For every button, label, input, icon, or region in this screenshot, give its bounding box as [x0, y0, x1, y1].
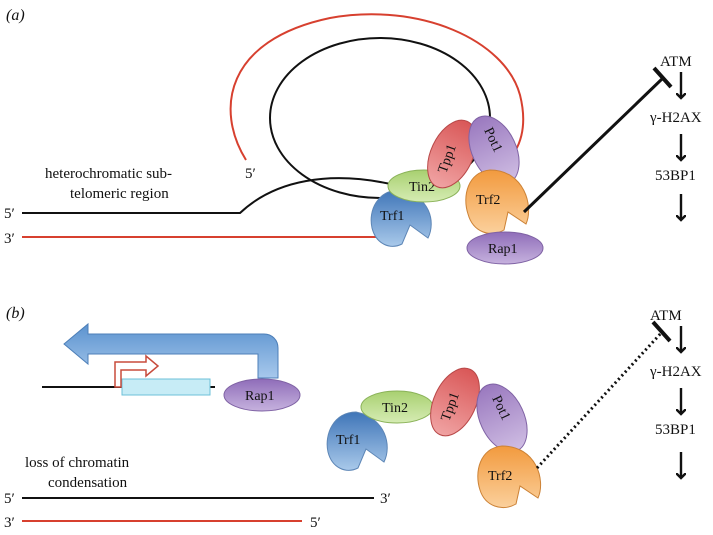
- pathway-h2ax-b: γ-H2AX: [649, 364, 702, 380]
- rap1-protein: Rap1: [466, 231, 544, 265]
- strand-5-label: 5′: [4, 206, 15, 222]
- strand-3-label: 3′: [4, 231, 15, 247]
- tpp1-protein-b: Tpp1: [430, 367, 480, 437]
- tpp1-protein: Tpp1: [427, 119, 477, 189]
- black-strand: [22, 177, 396, 214]
- b-bottom-3-label: 3′: [4, 515, 15, 531]
- b-top-5-label: 5′: [4, 491, 15, 507]
- panel-b-label: (b): [6, 305, 25, 322]
- trf1-protein-b: Trf1: [326, 411, 388, 471]
- loop-5-label: 5′: [245, 166, 256, 182]
- pot1-protein: Pot1: [468, 115, 520, 185]
- red-loop-strand: [229, 13, 525, 171]
- region-label-line1: heterochromatic sub-: [45, 166, 172, 182]
- pathway-53bp1: 53BP1: [655, 168, 696, 184]
- region-label-line2: telomeric region: [70, 186, 169, 202]
- rap1-label: Rap1: [488, 242, 518, 257]
- trf2-label: Trf2: [476, 193, 500, 208]
- inhibition-bar: [652, 66, 673, 89]
- trf1-protein: Trf1: [370, 189, 432, 247]
- dotted-inhibition-line: [535, 329, 665, 470]
- condensation-line1: loss of chromatin: [25, 455, 130, 471]
- tin2-protein-b: Tin2: [360, 390, 434, 424]
- dotted-inhibition-bar: [651, 320, 672, 343]
- transcription-arrow: [63, 322, 279, 379]
- trf1-label-b: Trf1: [336, 433, 360, 448]
- trf1-label: Trf1: [380, 209, 404, 224]
- rap1-protein-b: Rap1: [223, 378, 301, 412]
- pathway-atm: ATM: [660, 54, 692, 70]
- trf2-protein-b: Trf2: [477, 445, 542, 508]
- inhibition-line: [522, 76, 665, 214]
- panel-a: (a) 5′ 3′ 5′ 3′ heterochromatic sub- tel…: [4, 7, 702, 265]
- b-top-3-label: 3′: [380, 491, 391, 507]
- pathway-atm-b: ATM: [650, 308, 682, 324]
- promoter-arrow-icon: [114, 354, 160, 388]
- pathway-53bp1-b: 53BP1: [655, 422, 696, 438]
- panel-a-label: (a): [6, 7, 25, 24]
- b-bottom-5-label: 5′: [310, 515, 321, 531]
- tin2-label: Tin2: [409, 180, 435, 195]
- trf2-protein: Trf2: [465, 169, 530, 234]
- tin2-label-b: Tin2: [382, 401, 408, 416]
- trf2-label-b: Trf2: [488, 469, 512, 484]
- rap1-label-b: Rap1: [245, 389, 275, 404]
- gene-box: [121, 378, 211, 396]
- pathway-h2ax: γ-H2AX: [649, 110, 702, 126]
- pot1-protein-b: Pot1: [476, 383, 528, 453]
- panel-b: (b) Rap1 Trf1 Tin2 Tpp1 Pot1: [4, 305, 702, 531]
- condensation-line2: condensation: [48, 475, 128, 491]
